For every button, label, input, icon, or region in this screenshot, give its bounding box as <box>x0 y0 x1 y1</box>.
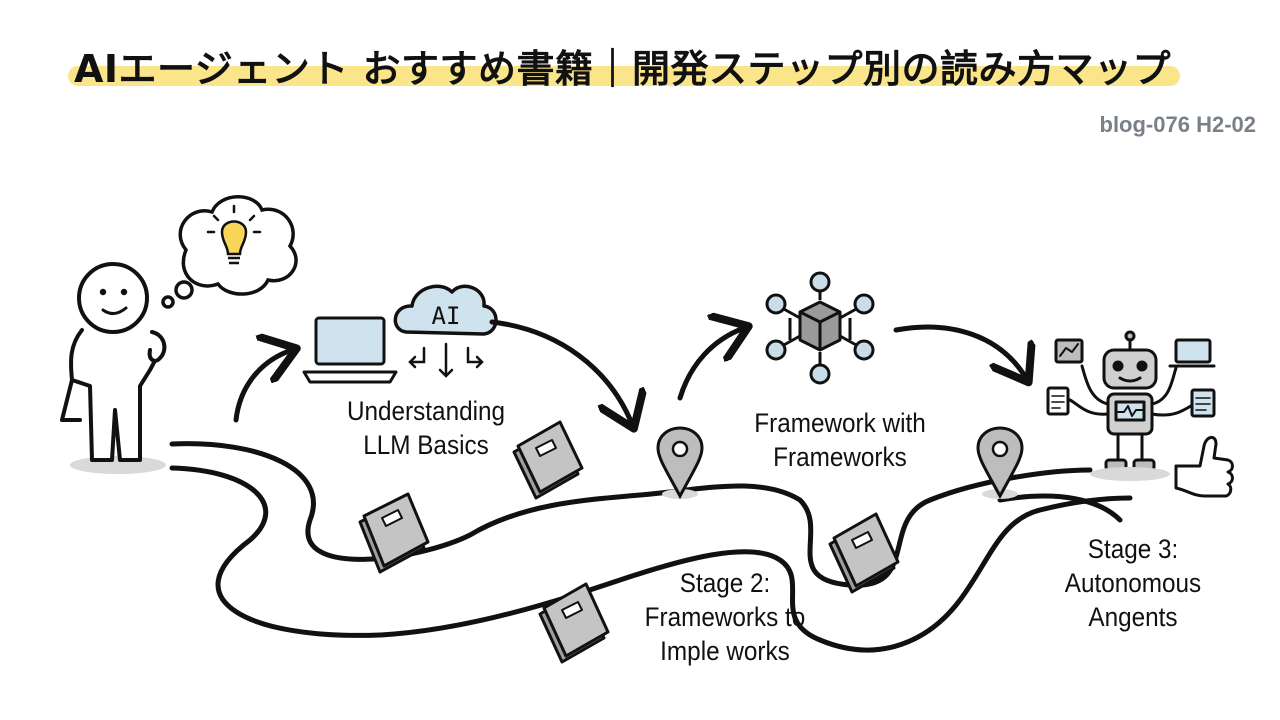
road-edge-bottom <box>169 465 1133 653</box>
book-icon-4 <box>538 582 610 664</box>
stage2-label: Stage 2: Frameworks to Imple works <box>631 566 820 668</box>
stage1-label-line2: LLM Basics <box>363 430 489 460</box>
arrow-network-to-robot <box>893 324 1026 378</box>
stage2-label-line1: Stage 2: <box>679 568 771 598</box>
stage3-label: Stage 3: Autonomous Angents <box>1049 532 1216 634</box>
stage3-label-line1: Stage 3: <box>1087 534 1179 564</box>
stage1-label: Understanding LLM Basics <box>327 394 525 462</box>
person-smile <box>101 306 128 315</box>
ai-cloud-label: AI <box>432 302 461 330</box>
stage2-label-line3: Imple works <box>660 636 790 666</box>
person-face <box>99 288 128 296</box>
laptop-icon <box>302 316 398 384</box>
stage2-label-line2: Frameworks to <box>644 602 806 632</box>
road-edge-inner <box>997 493 1123 523</box>
book-icon-2 <box>358 492 430 574</box>
arrow-cloud-to-pin <box>489 319 632 424</box>
person-figure <box>60 262 167 462</box>
arrow-pin-to-network <box>677 328 744 401</box>
title-highlight <box>68 66 1180 86</box>
robot-shadow <box>1090 467 1170 481</box>
location-pin-icon-2 <box>976 426 1024 500</box>
lightbulb-icon <box>206 204 262 265</box>
thumbs-up-icon <box>1174 436 1234 498</box>
book-icon-1 <box>512 420 584 500</box>
network-cube-icon <box>765 271 875 385</box>
page-title: AIエージェント おすすめ書籍｜開発ステップ別の読み方マップ <box>74 47 1172 91</box>
framework-label-line1: Framework with <box>754 408 926 438</box>
ai-cloud-icon: AI <box>393 284 498 378</box>
stage3-label-line2: Autonomous <box>1064 568 1202 598</box>
arrow-person-to-laptop <box>233 350 292 423</box>
road-edge-top <box>169 441 1093 588</box>
road <box>169 441 1133 653</box>
stage3-label-line3: Angents <box>1088 602 1178 632</box>
framework-label-line2: Frameworks <box>773 442 907 472</box>
book-icon-3 <box>828 512 900 594</box>
robot-icon <box>1046 330 1216 472</box>
framework-label: Framework with Frameworks <box>732 406 948 474</box>
stage1-label-line1: Understanding <box>346 396 506 426</box>
location-pin-icon-1 <box>656 426 704 500</box>
post-tag: blog-076 H2-02 <box>1099 112 1257 137</box>
flow-arrows <box>233 319 1026 424</box>
